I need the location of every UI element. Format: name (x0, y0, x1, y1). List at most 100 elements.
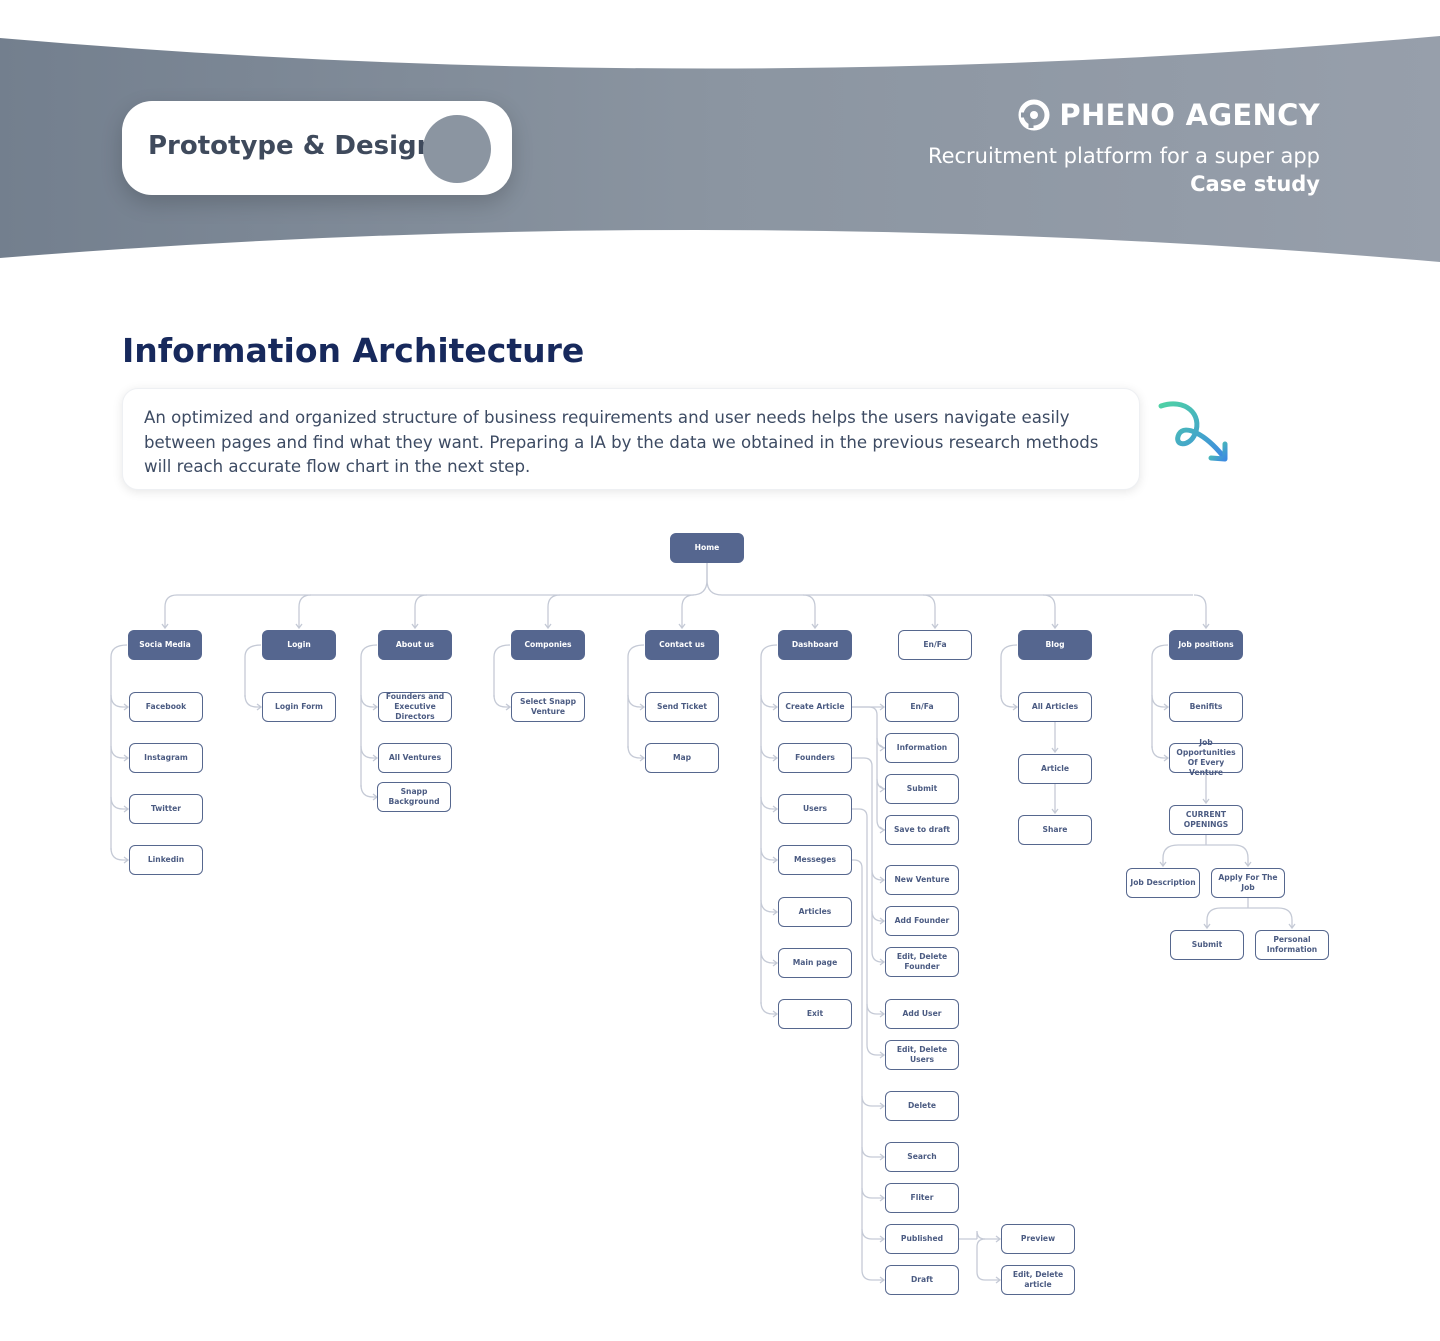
bracket-branch (760, 899, 777, 913)
home-branch (414, 594, 428, 628)
node-linkedin[interactable]: Linkedin (129, 845, 203, 875)
connector-arrow (879, 785, 886, 793)
node-add-founder[interactable]: Add Founder (885, 906, 959, 936)
bracket-branch (760, 694, 777, 708)
sub-branch (871, 951, 884, 963)
node-map[interactable]: Map (645, 743, 719, 773)
node-messages[interactable]: Messeges (778, 845, 852, 875)
node-exit[interactable]: Exit (778, 999, 852, 1029)
node-personal-information[interactable]: Personal Information (1255, 930, 1329, 960)
node-home[interactable]: Home (670, 533, 744, 563)
node-new-venture[interactable]: New Venture (885, 865, 959, 895)
node-benefits[interactable]: Benifits (1169, 692, 1243, 722)
section-pill: Prototype & Design (122, 101, 512, 195)
bracket-branch (1000, 694, 1017, 708)
node-social-media[interactable]: Socia Media (128, 630, 202, 660)
node-submit[interactable]: Submit (885, 774, 959, 804)
connector-arrow (639, 703, 646, 711)
node-save-draft[interactable]: Save to draft (885, 815, 959, 845)
node-dashboard[interactable]: Dashboard (778, 630, 852, 660)
sub-line (852, 859, 863, 1270)
node-job-description[interactable]: Job Description (1126, 868, 1200, 898)
connector-arrow (772, 754, 779, 762)
brand-case: Case study (1190, 172, 1320, 196)
connector-arrow (678, 623, 686, 630)
connector-arrow (1051, 623, 1059, 630)
node-en-fa[interactable]: En/Fa (898, 630, 972, 660)
home-bus-right (706, 563, 1193, 596)
sub-branch (866, 1003, 884, 1015)
node-edit-article[interactable]: Edit, Delete article (1001, 1265, 1075, 1295)
connector-arrow (879, 1153, 886, 1161)
connector-arrow (123, 856, 130, 864)
brand-block: PHENO AGENCY Recruitment platform for a … (928, 98, 1320, 196)
home-branch (547, 594, 561, 628)
connector-arrow (1012, 703, 1019, 711)
node-edit-founder[interactable]: Edit, Delete Founder (885, 947, 959, 977)
connector-arrow (123, 805, 130, 813)
node-twitter[interactable]: Twitter (129, 794, 203, 824)
sub-branch (871, 910, 884, 922)
node-companies[interactable]: Componies (511, 630, 585, 660)
connector-arrow (256, 703, 263, 711)
bracket-line (360, 644, 378, 787)
node-preview[interactable]: Preview (1001, 1224, 1075, 1254)
node-all-ventures[interactable]: All Ventures (378, 743, 452, 773)
node-founders[interactable]: Founders (778, 743, 852, 773)
sub-branch (861, 1095, 884, 1107)
node-add-user[interactable]: Add User (885, 999, 959, 1029)
bracket-branch (360, 694, 377, 708)
node-information[interactable]: Information (885, 733, 959, 763)
node-current-openings[interactable]: CURRENT OPENINGS (1169, 805, 1243, 835)
node-delete[interactable]: Delete (885, 1091, 959, 1121)
node-main-page[interactable]: Main page (778, 948, 852, 978)
home-branch (1042, 594, 1056, 628)
node-send-ticket[interactable]: Send Ticket (645, 692, 719, 722)
node-apply-job[interactable]: Apply For The Job (1211, 868, 1285, 898)
node-share[interactable]: Share (1018, 815, 1092, 845)
sub-line (852, 757, 873, 952)
bracket-branch (110, 796, 128, 810)
node-article[interactable]: Article (1018, 754, 1092, 784)
connector-arrow (161, 623, 169, 630)
node-filter[interactable]: Fliter (885, 1183, 959, 1213)
connector-arrow (772, 703, 779, 711)
node-founders-directors[interactable]: Founders and Executive Directors (378, 692, 452, 722)
node-facebook[interactable]: Facebook (129, 692, 203, 722)
node-blog[interactable]: Blog (1018, 630, 1092, 660)
bracket-line (244, 644, 262, 697)
bracket-branch (760, 950, 777, 964)
node-login[interactable]: Login (262, 630, 336, 660)
node-published[interactable]: Published (885, 1224, 959, 1254)
home-branch (164, 594, 178, 628)
bracket-branch (760, 847, 777, 861)
connector-arrow (1203, 923, 1211, 930)
connector-arrow (123, 703, 130, 711)
home-branch (922, 594, 936, 628)
node-users[interactable]: Users (778, 794, 852, 824)
sub-branch (861, 1269, 884, 1281)
curly-arrow-icon (1158, 401, 1228, 462)
node-sub-en-fa[interactable]: En/Fa (885, 692, 959, 722)
connector-arrow (1288, 923, 1296, 930)
node-search[interactable]: Search (885, 1142, 959, 1172)
node-about-us[interactable]: About us (378, 630, 452, 660)
connector-arrow (544, 623, 552, 630)
node-articles[interactable]: Articles (778, 897, 852, 927)
node-select-venture[interactable]: Select Snapp Venture (511, 692, 585, 722)
node-all-articles[interactable]: All Articles (1018, 692, 1092, 722)
node-create-article[interactable]: Create Article (778, 692, 852, 722)
node-instagram[interactable]: Instagram (129, 743, 203, 773)
connector-arrow (879, 1235, 886, 1243)
node-edit-users[interactable]: Edit, Delete Users (885, 1040, 959, 1070)
node-job-submit[interactable]: Submit (1170, 930, 1244, 960)
home-branch (298, 594, 312, 628)
node-snapp-background[interactable]: Snapp Background (377, 782, 451, 812)
node-draft[interactable]: Draft (885, 1265, 959, 1295)
node-login-form[interactable]: Login Form (262, 692, 336, 722)
connector-arrow (1051, 747, 1059, 754)
node-contact-us[interactable]: Contact us (645, 630, 719, 660)
connector-arrow (505, 703, 512, 711)
node-job-positions[interactable]: Job positions (1169, 630, 1243, 660)
node-job-opportunities[interactable]: Job Opportunities Of Every Venture (1169, 738, 1243, 777)
